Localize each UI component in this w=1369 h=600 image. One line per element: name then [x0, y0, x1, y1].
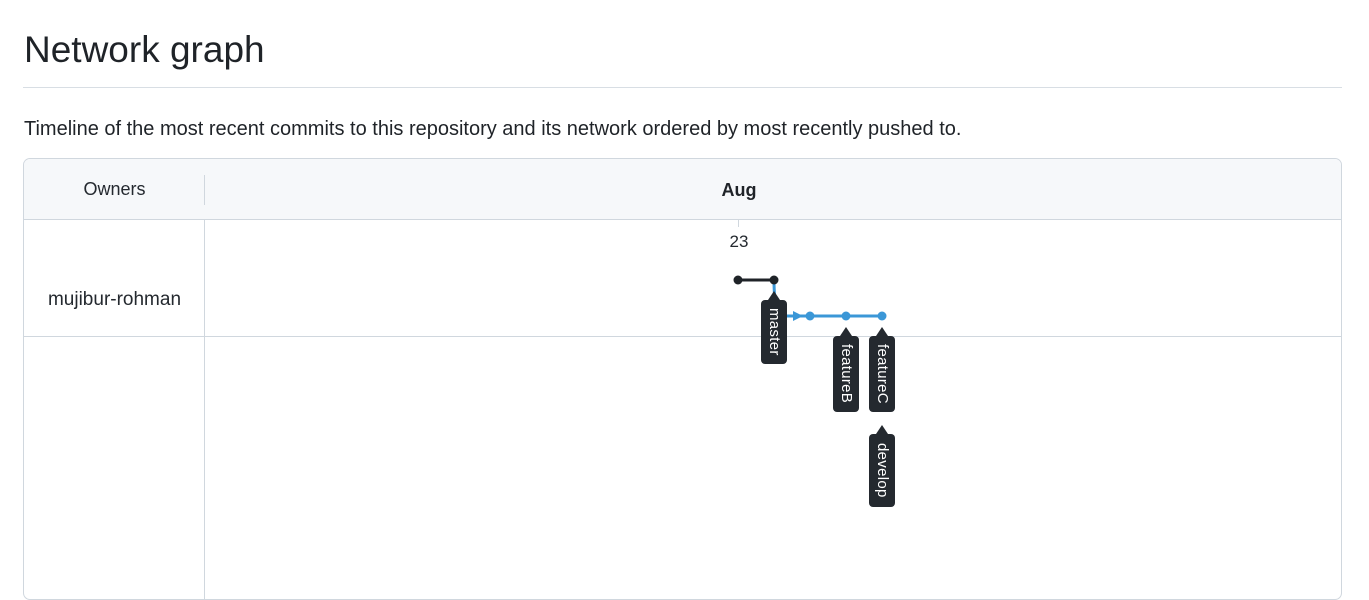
commit-dot[interactable]: [733, 275, 743, 285]
branch-label: featureC: [874, 344, 891, 404]
network-graph[interactable]: Owners Aug mujibur-rohman 23 master feat…: [23, 158, 1342, 600]
page-description: Timeline of the most recent commits to t…: [24, 118, 962, 140]
day-label: 23: [729, 232, 749, 251]
header-divider: [204, 175, 205, 205]
commit-graph: [733, 275, 887, 321]
commit-dot[interactable]: [805, 311, 815, 321]
owners-header: Owners: [83, 179, 146, 199]
page-title: Network graph: [24, 29, 265, 70]
branch-arrowhead: [793, 311, 803, 321]
commit-dot[interactable]: [841, 311, 851, 321]
branch-tag-featureC[interactable]: featureC: [869, 327, 895, 412]
owner-name[interactable]: mujibur-rohman: [47, 289, 182, 310]
branch-label: featureB: [838, 344, 855, 404]
commit-dot[interactable]: [769, 275, 779, 285]
branch-tag-develop[interactable]: develop: [869, 425, 895, 507]
branch-tag-featureB[interactable]: featureB: [833, 327, 859, 412]
graph-header: Owners Aug: [24, 159, 1341, 220]
owner-column-divider: [204, 219, 205, 599]
day-tick: [738, 219, 739, 227]
owner-row-divider: [24, 336, 1341, 337]
branch-label: develop: [874, 443, 891, 498]
commit-dot[interactable]: [877, 311, 887, 321]
branch-label: master: [766, 308, 783, 356]
title-divider: [23, 87, 1342, 88]
branch-tag-master[interactable]: master: [761, 291, 787, 364]
month-label: Aug: [721, 180, 757, 200]
